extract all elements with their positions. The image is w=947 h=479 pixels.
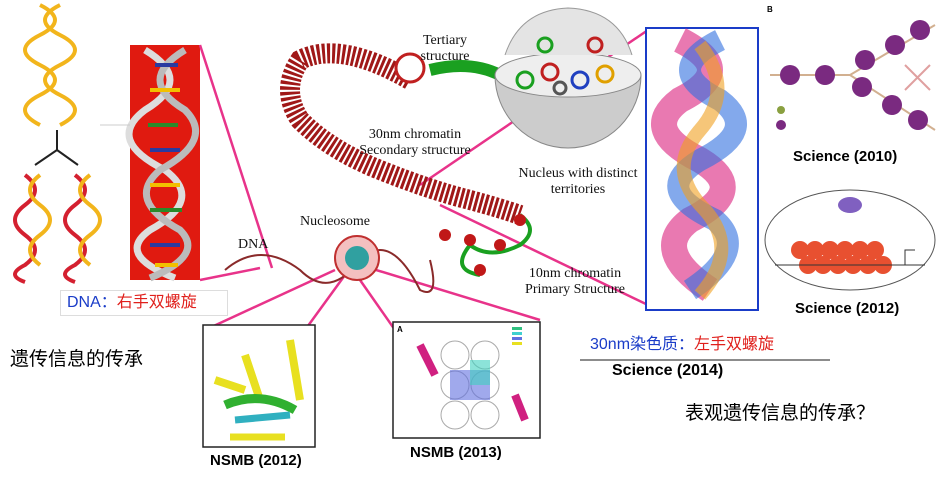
chromatin-fiber-illustration: [224, 43, 532, 293]
dna-double-helix-image: [125, 45, 200, 282]
label-primary-structure: 10nm chromatin Primary Structure: [525, 266, 625, 297]
dna-caption-prefix: DNA：: [67, 294, 117, 311]
panel-letter-a: A: [397, 325, 403, 334]
citation-nsmb-2012: NSMB (2012): [210, 452, 302, 469]
label-secondary-structure: 30nm chromatin Secondary structure: [359, 127, 471, 158]
connector-lines: [198, 28, 649, 332]
nsmb-2012-structure-image: [202, 324, 316, 448]
chromatin-caption: 30nm染色质：左手双螺旋: [590, 330, 774, 354]
citation-science-2014: Science (2014): [612, 362, 724, 379]
citation-nsmb-2013: NSMB (2013): [410, 444, 502, 461]
chromatin-caption-prefix: 30nm染色质：: [590, 336, 695, 353]
citation-science-2010: Science (2010): [793, 148, 898, 165]
heritage-left-text: 遗传信息的传承: [10, 348, 144, 370]
dna-caption: DNA：右手双螺旋: [60, 290, 228, 316]
nucleus-illustration: [494, 7, 642, 149]
heritage-right-text: 表观遗传信息的传承？: [685, 402, 876, 424]
citation-science-2012: Science (2012): [795, 300, 900, 317]
label-nucleus: Nucleus with distinct territories: [518, 166, 638, 197]
dna-replication-illustration: [13, 3, 102, 284]
nsmb-2013-structure-image: [392, 321, 541, 439]
dna-caption-text: 右手双螺旋: [116, 294, 197, 311]
chromatin-caption-text: 左手双螺旋: [694, 336, 775, 353]
label-dna: DNA: [238, 237, 269, 252]
science-2010-figure: [770, 20, 936, 131]
label-nucleosome: Nucleosome: [300, 214, 370, 229]
label-tertiary-structure: Tertiary structure: [420, 33, 470, 64]
science-2012-figure: [764, 189, 936, 291]
30nm-chromatin-cryoem-image: [645, 27, 759, 311]
panel-letter-b: B: [767, 5, 773, 14]
